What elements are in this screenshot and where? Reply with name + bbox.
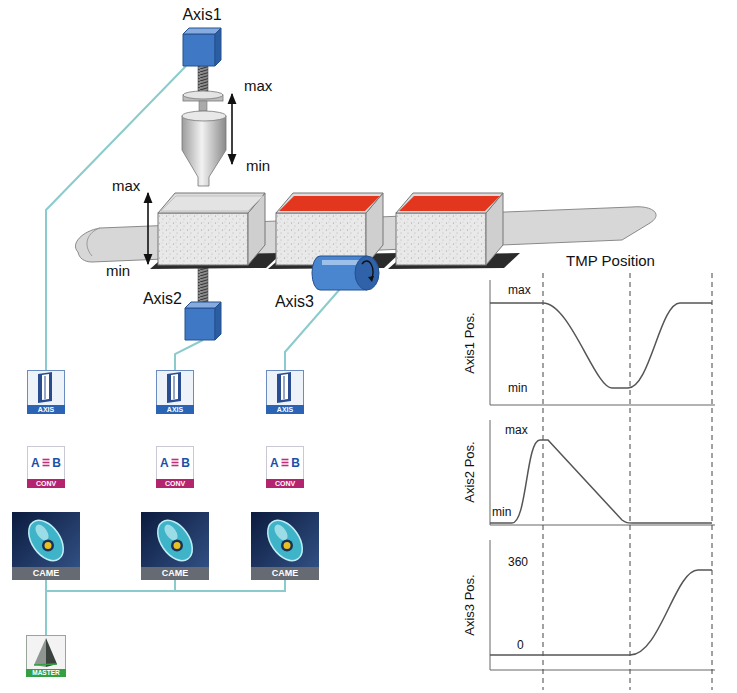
icon-face: [141, 512, 209, 567]
axis-name: Axis2: [143, 290, 182, 308]
symbol-letter: A: [270, 456, 279, 470]
range-label: max: [244, 78, 272, 95]
chart-title: TMP Position: [566, 253, 655, 270]
icon-face: AB: [156, 446, 194, 479]
icon-face: AB: [266, 446, 304, 479]
servo-motor: Axis2: [185, 302, 221, 340]
icon-band: CONV: [156, 479, 194, 488]
cam-block: CAME: [141, 512, 209, 580]
block-label: AXIS: [277, 406, 293, 413]
signal-wire: [46, 580, 175, 635]
tick-label: min: [508, 382, 527, 395]
block-label: CAME: [162, 569, 189, 578]
icon-face: AB: [27, 446, 65, 479]
axis-title: Axis3 Pos.: [463, 574, 477, 635]
symbol-letter: B: [181, 456, 190, 470]
servo-motor: Axis1: [183, 28, 221, 66]
axis-title: Axis1 Pos.: [463, 312, 477, 373]
cam-block: CAME: [251, 512, 319, 580]
axis-name: Axis1: [182, 6, 221, 24]
symbol-letter: A: [31, 456, 40, 470]
axis-block: AXIS: [27, 370, 65, 414]
conversion-block: ABCONV: [27, 446, 65, 488]
block-label: CONV: [165, 480, 185, 487]
axis-name: Axis3: [275, 293, 314, 311]
roller-picture: [312, 256, 380, 290]
icon-band: CAME: [12, 567, 80, 580]
symbol-letter: A: [160, 456, 169, 470]
icon-band: AXIS: [266, 405, 304, 414]
tick-label: 360: [508, 556, 528, 569]
symbol-letter: B: [291, 456, 300, 470]
cam-block: CAME: [12, 512, 80, 580]
icon-band: AXIS: [27, 405, 65, 414]
conveyor-roller: Axis3: [312, 256, 380, 290]
cube-picture: [183, 28, 221, 66]
icon-face: [251, 512, 319, 567]
master-block: MASTER: [26, 635, 66, 677]
icon-band: CONV: [27, 479, 65, 488]
axis-block: AXIS: [156, 370, 194, 414]
tick-label: max: [505, 424, 528, 437]
range-label: max: [112, 178, 140, 195]
signal-wire: [46, 66, 186, 370]
icon-band: CONV: [266, 479, 304, 488]
block-label: CAME: [33, 569, 60, 578]
conversion-block: ABCONV: [156, 446, 194, 488]
icon-face: [266, 370, 304, 405]
block-label: AXIS: [38, 406, 54, 413]
block-label: CONV: [275, 480, 295, 487]
range-label: min: [246, 158, 270, 175]
icon-band: AXIS: [156, 405, 194, 414]
icon-face: [26, 635, 66, 669]
block-label: AXIS: [167, 406, 183, 413]
cube-picture: [185, 302, 221, 340]
icon-face: [156, 370, 194, 405]
icon-band: MASTER: [26, 669, 66, 677]
icon-face: [27, 370, 65, 405]
conversion-block: ABCONV: [266, 446, 304, 488]
symbol-letter: B: [52, 456, 61, 470]
range-label: min: [106, 263, 130, 280]
signal-wire: [175, 340, 203, 370]
block-label: CONV: [36, 480, 56, 487]
block-label: MASTER: [32, 670, 59, 677]
block-label: CAME: [272, 569, 299, 578]
tick-label: min: [492, 506, 511, 519]
tick-label: max: [508, 284, 531, 297]
tick-label: 0: [517, 639, 524, 652]
icon-band: CAME: [251, 567, 319, 580]
icon-band: CAME: [141, 567, 209, 580]
axis-block: AXIS: [266, 370, 304, 414]
signal-wire: [46, 580, 285, 635]
icon-face: [12, 512, 80, 567]
axis-title: Axis2 Pos.: [463, 441, 477, 502]
